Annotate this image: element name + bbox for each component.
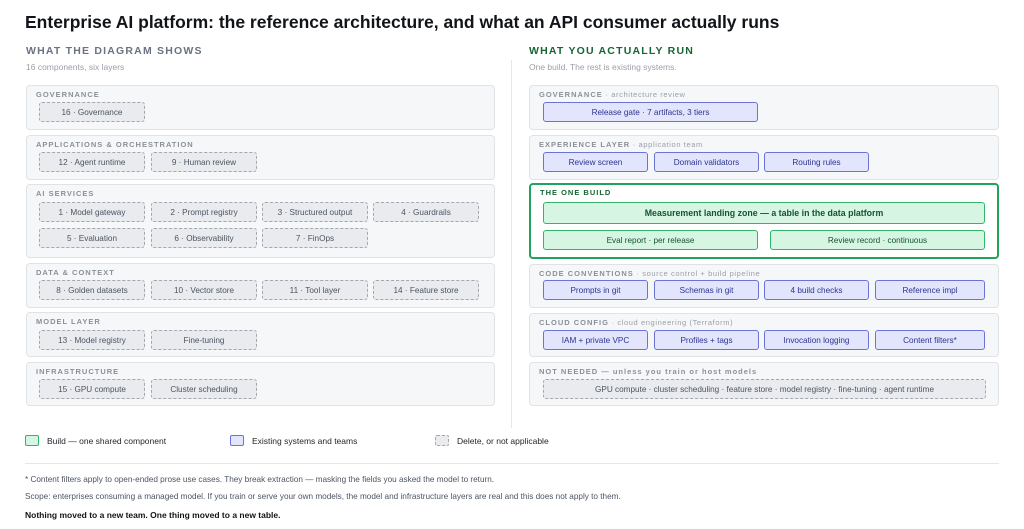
layer-infrastructure: INFRASTRUCTURE 15 · GPU compute Cluster … — [26, 362, 495, 406]
layer-label: MODEL LAYER — [36, 317, 101, 326]
component-measurement-landing-zone: Measurement landing zone — a table in th… — [543, 202, 985, 224]
component-model-registry: 13 · Model registry — [39, 330, 145, 350]
layer-label: CODE CONVENTIONS · source control + buil… — [539, 269, 760, 278]
component-guardrails: 4 · Guardrails — [373, 202, 479, 222]
component-content-filters: Content filters* — [875, 330, 985, 350]
layer-one-build: THE ONE BUILD Measurement landing zone —… — [529, 183, 999, 259]
actual-run-column: WHAT YOU ACTUALLY RUN One build. The res… — [529, 44, 999, 73]
legend-label-delete: Delete, or not applicable — [457, 435, 549, 446]
layer-label: NOT NEEDED — unless you train or host mo… — [539, 367, 758, 376]
scope-note: Scope: enterprises consuming a managed m… — [25, 492, 621, 501]
component-prompt-registry: 2 · Prompt registry — [151, 202, 257, 222]
legend-item-delete: Delete, or not applicable — [435, 435, 549, 446]
component-iam-private-vpc: IAM + private VPC — [543, 330, 648, 350]
layer-applications: APPLICATIONS & ORCHESTRATION 12 · Agent … — [26, 135, 495, 180]
component-review-screen: Review screen — [543, 152, 648, 172]
legend-label-build: Build — one shared component — [47, 435, 167, 446]
layer-model: MODEL LAYER 13 · Model registry Fine-tun… — [26, 312, 495, 357]
component-prompts-in-git: Prompts in git — [543, 280, 648, 300]
component-reference-impl: Reference impl — [875, 280, 985, 300]
layer-data-context: DATA & CONTEXT 8 · Golden datasets 10 · … — [26, 263, 495, 308]
layer-label: CLOUD CONFIG · cloud engineering (Terraf… — [539, 318, 733, 327]
right-column-heading: WHAT YOU ACTUALLY RUN — [529, 45, 695, 57]
component-agent-runtime: 12 · Agent runtime — [39, 152, 145, 172]
component-gpu-compute: 15 · GPU compute — [39, 379, 145, 399]
layer-governance: GOVERNANCE · architecture review Release… — [529, 85, 999, 130]
layer-governance: GOVERNANCE 16 · Governance — [26, 85, 495, 130]
left-column-subheading: 16 components, six layers — [26, 62, 125, 72]
component-schemas-in-git: Schemas in git — [654, 280, 759, 300]
closing-statement: Nothing moved to a new team. One thing m… — [25, 510, 281, 520]
component-structured-output: 3 · Structured output — [262, 202, 368, 222]
footer-divider — [25, 463, 999, 464]
component-finops: 7 · FinOps — [262, 228, 368, 248]
legend-item-existing: Existing systems and teams — [230, 435, 357, 446]
column-divider — [511, 60, 512, 428]
layer-label: GOVERNANCE — [36, 90, 100, 99]
component-invocation-logging: Invocation logging — [764, 330, 869, 350]
layer-label-name: GOVERNANCE — [539, 90, 603, 99]
component-vector-store: 10 · Vector store — [151, 280, 257, 300]
component-observability: 6 · Observability — [151, 228, 257, 248]
component-fine-tuning: Fine-tuning — [151, 330, 257, 350]
layer-label: AI SERVICES — [36, 189, 95, 198]
left-column-heading: WHAT THE DIAGRAM SHOWS — [26, 45, 203, 57]
component-governance: 16 · Governance — [39, 102, 145, 122]
layer-not-needed: NOT NEEDED — unless you train or host mo… — [529, 362, 999, 406]
layer-label: GOVERNANCE · architecture review — [539, 90, 686, 99]
component-feature-store: 14 · Feature store — [373, 280, 479, 300]
component-evaluation: 5 · Evaluation — [39, 228, 145, 248]
actual-layers: GOVERNANCE · architecture review Release… — [529, 0, 999, 529]
layer-label: THE ONE BUILD — [540, 188, 612, 197]
reference-layers: GOVERNANCE 16 · Governance APPLICATIONS … — [26, 0, 495, 529]
legend-swatch-delete — [435, 435, 449, 446]
component-not-needed-list: GPU compute · cluster scheduling · featu… — [543, 379, 986, 399]
layer-label-owner: · cloud engineering (Terraform) — [608, 318, 734, 327]
component-model-gateway: 1 · Model gateway — [39, 202, 145, 222]
layer-label-owner: · architecture review — [602, 90, 686, 99]
legend-swatch-build — [25, 435, 39, 446]
component-domain-validators: Domain validators — [654, 152, 759, 172]
layer-label-name: CLOUD CONFIG — [539, 318, 609, 327]
layer-label-owner: · application team — [630, 140, 703, 149]
layer-code-conventions: CODE CONVENTIONS · source control + buil… — [529, 264, 999, 308]
layer-label-owner: · source control + build pipeline — [633, 269, 761, 278]
layer-label: EXPERIENCE LAYER · application team — [539, 140, 703, 149]
layer-label-name: EXPERIENCE LAYER — [539, 140, 631, 149]
layer-label-name: CODE CONVENTIONS — [539, 269, 634, 278]
layer-cloud-config: CLOUD CONFIG · cloud engineering (Terraf… — [529, 313, 999, 357]
layer-label: APPLICATIONS & ORCHESTRATION — [36, 140, 194, 149]
component-cluster-scheduling: Cluster scheduling — [151, 379, 257, 399]
right-column-subheading: One build. The rest is existing systems. — [529, 62, 677, 72]
component-build-checks: 4 build checks — [764, 280, 869, 300]
component-review-record: Review record · continuous — [770, 230, 985, 250]
layer-ai-services: AI SERVICES 1 · Model gateway 2 · Prompt… — [26, 184, 495, 258]
footnote-content-filters: * Content filters apply to open-ended pr… — [25, 475, 495, 484]
reference-architecture-column: WHAT THE DIAGRAM SHOWS 16 components, si… — [26, 44, 495, 73]
component-routing-rules: Routing rules — [764, 152, 869, 172]
layer-experience: EXPERIENCE LAYER · application team Revi… — [529, 135, 999, 180]
component-golden-datasets: 8 · Golden datasets — [39, 280, 145, 300]
component-release-gate: Release gate · 7 artifacts, 3 tiers — [543, 102, 758, 122]
layer-label: DATA & CONTEXT — [36, 268, 115, 277]
component-profiles-tags: Profiles + tags — [654, 330, 759, 350]
legend-label-existing: Existing systems and teams — [252, 435, 358, 446]
component-eval-report: Eval report · per release — [543, 230, 758, 250]
layer-label: INFRASTRUCTURE — [36, 367, 120, 376]
component-tool-layer: 11 · Tool layer — [262, 280, 368, 300]
legend-swatch-existing — [230, 435, 244, 446]
component-human-review: 9 · Human review — [151, 152, 257, 172]
legend-item-build: Build — one shared component — [25, 435, 166, 446]
page-title: Enterprise AI platform: the reference ar… — [25, 12, 780, 32]
